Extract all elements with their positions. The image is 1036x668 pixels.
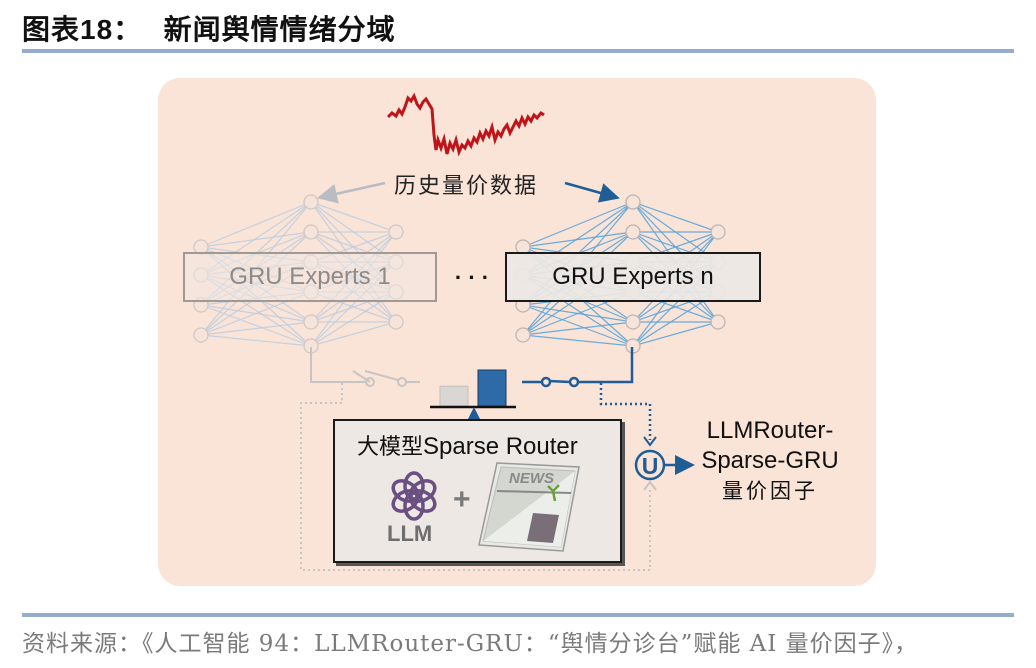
output-line-3: 量价因子 xyxy=(722,479,818,503)
dotted-arrowhead-blue xyxy=(643,436,657,447)
nn-node xyxy=(193,327,209,343)
gru-expert-n-label: GRU Experts n xyxy=(552,263,714,290)
router-weight-bar xyxy=(477,369,507,407)
gru-expert-1-label: GRU Experts 1 xyxy=(229,263,391,290)
nn-node xyxy=(625,194,641,210)
nn-node xyxy=(303,314,319,330)
nn-edge xyxy=(522,334,634,347)
nn-edge xyxy=(310,201,397,233)
nn-node xyxy=(710,314,726,330)
router-title: 大模型Sparse Router xyxy=(357,429,578,461)
nn-edge xyxy=(200,334,312,347)
news-label: NEWS xyxy=(509,470,554,487)
switch-expert-n-closed xyxy=(522,347,634,388)
union-symbol: U xyxy=(642,453,659,479)
arrow-to-expert-n xyxy=(564,181,620,203)
nn-edge xyxy=(200,201,312,248)
nn-edge xyxy=(200,321,312,336)
nn-edge xyxy=(522,231,634,248)
llm-logo-icon xyxy=(391,471,437,521)
price-chart-line xyxy=(386,92,545,157)
nn-edge xyxy=(310,321,397,347)
title-prefix: 图表 xyxy=(22,13,81,46)
llm-label: LLM xyxy=(387,521,433,546)
nn-edge xyxy=(632,201,719,233)
nn-edge xyxy=(522,304,634,347)
source-note: 资料来源：《人工智能 94：LLMRouter-GRU：“舆情分诊台”赋能 AI… xyxy=(22,631,919,657)
figure-title: 图表18： 新闻舆情情绪分域 xyxy=(22,8,396,48)
nn-node xyxy=(710,224,726,240)
nn-edge xyxy=(200,304,312,347)
output-line-1: LLMRouter- xyxy=(706,417,834,444)
dotted-arrowhead-gray xyxy=(643,480,657,491)
nn-edge xyxy=(522,201,634,248)
router-weight-bars xyxy=(439,369,507,407)
output-line-2: Sparse-GRU xyxy=(701,447,839,474)
router-weight-bar xyxy=(439,385,469,407)
nn-node xyxy=(625,314,641,330)
arrow-to-expert-1 xyxy=(317,181,386,204)
experts-ellipsis: · · · xyxy=(455,265,489,290)
nn-node xyxy=(303,224,319,240)
nn-node xyxy=(625,224,641,240)
plus-sign: + xyxy=(453,483,471,516)
router-title-cn: 大模型 xyxy=(357,435,424,460)
output-label: LLMRouter- Sparse-GRU 量价因子 xyxy=(690,416,850,506)
nn-edge xyxy=(200,231,312,248)
nn-edge xyxy=(522,321,634,336)
newspaper-icon: NEWS xyxy=(478,462,580,552)
gru-expert-n-box: GRU Experts n xyxy=(505,252,761,302)
router-title-en: Sparse Router xyxy=(423,433,578,460)
source-rule xyxy=(22,613,1014,617)
title-number: 18： xyxy=(80,14,143,45)
nn-edge xyxy=(632,321,719,347)
switch-expert-1-open xyxy=(310,347,420,387)
nn-node xyxy=(515,327,531,343)
input-label: 历史量价数据 xyxy=(394,174,539,199)
title-rule xyxy=(22,49,1014,53)
sparse-router-box: 大模型Sparse Router LLM + NEWS xyxy=(333,419,622,563)
nn-node xyxy=(388,224,404,240)
dotted-path-blue xyxy=(599,383,652,440)
nn-node xyxy=(303,194,319,210)
gru-expert-1-box: GRU Experts 1 xyxy=(183,252,437,302)
title-text: 新闻舆情情绪分域 xyxy=(163,13,396,46)
dotted-path-gray xyxy=(300,383,651,571)
nn-node xyxy=(388,314,404,330)
